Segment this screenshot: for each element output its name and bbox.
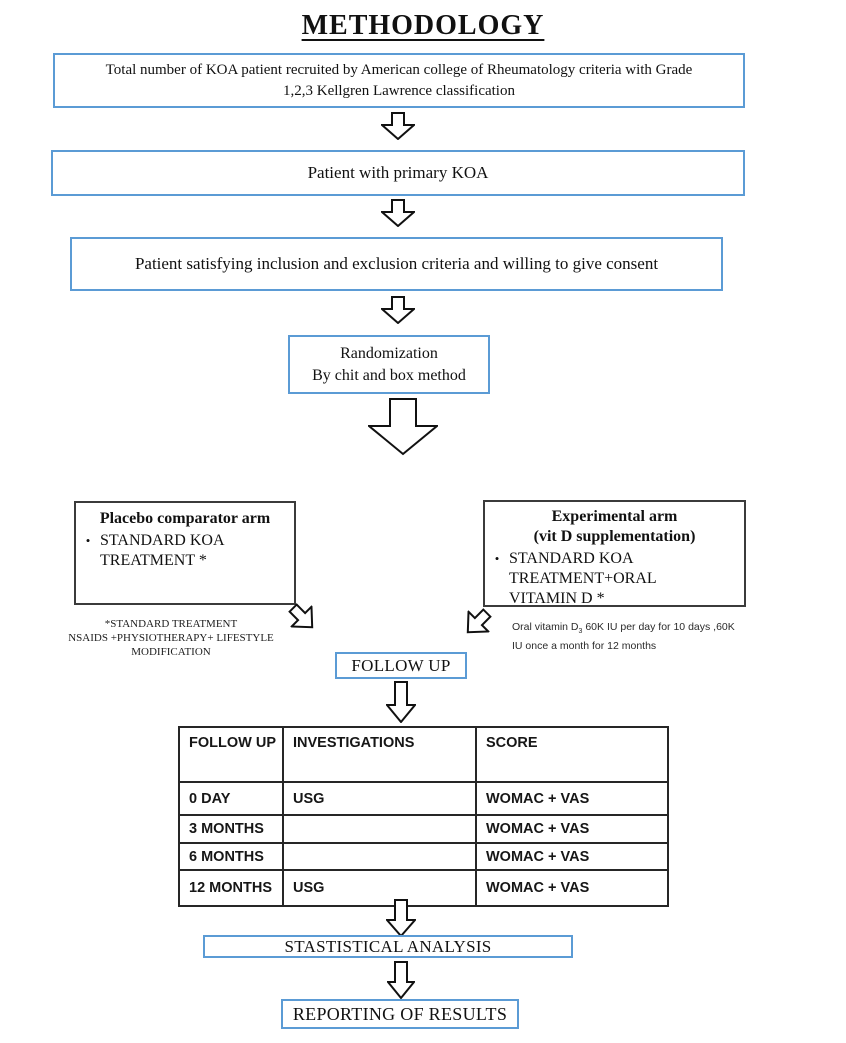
box-recruitment-line2: 1,2,3 Kellgren Lawrence classification [282,82,515,99]
placebo-footnote-line: NSAIDS +PHYSIOTHERAPY+ LIFESTYLE [68,632,274,644]
table-cell: 3 MONTHS [178,814,284,844]
randomization-line2: By chit and box method [312,366,466,384]
page-title: METHODOLOGY [301,10,545,41]
table-cell: 0 DAY [178,781,284,816]
bullet-icon: • [494,551,500,566]
table-cell: USG [282,781,477,816]
box-reporting-results: REPORTING OF RESULTS [281,999,519,1029]
down-arrow-icon [386,899,416,937]
box-recruitment: Total number of KOA patient recruited by… [53,53,745,108]
experimental-footnote-line2: IU once a month for 12 months [512,640,657,653]
down-arrow-icon [381,296,415,324]
experimental-bullet-line: VITAMIN D * [509,590,605,607]
bullet-icon: • [85,533,91,548]
table-header-row: FOLLOW UP INVESTIGATIONS SCORE [178,726,669,783]
experimental-arm-title-line2: (vit D supplementation) [533,528,696,545]
big-down-arrow-icon [368,398,438,456]
table-cell [282,842,477,871]
box-recruitment-line1: Total number of KOA patient recruited by… [105,61,693,78]
experimental-bullet-line: TREATMENT+ORAL [509,570,657,587]
experimental-footnote-line1: Oral vitamin D3 60K IU per day for 10 da… [512,621,735,636]
diagonal-arrow-down-left-icon [456,602,498,644]
follow-up-table: FOLLOW UP INVESTIGATIONS SCORE 0 DAY USG… [178,726,669,907]
table-cell: USG [282,869,477,907]
placebo-footnote-line: *STANDARD TREATMENT [104,618,238,630]
box-statistical-analysis: STASTISTICAL ANALYSIS [203,935,573,958]
table-cell: WOMAC + VAS [475,869,669,907]
table-row: 6 MONTHS WOMAC + VAS [178,842,669,871]
placebo-footnote: *STANDARD TREATMENT NSAIDS +PHYSIOTHERAP… [41,617,301,659]
randomization-line1: Randomization [340,344,438,362]
box-experimental-arm: Experimental arm (vit D supplementation)… [483,500,746,607]
table-cell [282,814,477,844]
table-cell: WOMAC + VAS [475,781,669,816]
diagonal-arrow-down-right-icon [282,597,324,639]
table-row: 3 MONTHS WOMAC + VAS [178,814,669,844]
table-row: 0 DAY USG WOMAC + VAS [178,781,669,816]
down-arrow-icon [381,112,415,140]
placebo-footnote-line: MODIFICATION [131,646,211,658]
box-placebo-arm: Placebo comparator arm • STANDARD KOA TR… [74,501,296,605]
experimental-bullet-line: STANDARD KOA [509,550,634,567]
placebo-arm-title: Placebo comparator arm [99,510,271,527]
table-header-cell: FOLLOW UP [178,726,284,783]
down-arrow-icon [387,961,415,999]
placebo-bullet-line: STANDARD KOA [100,532,225,549]
table-cell: 12 MONTHS [178,869,284,907]
box-inclusion-exclusion: Patient satisfying inclusion and exclusi… [70,237,723,291]
table-header-cell: INVESTIGATIONS [282,726,477,783]
box-randomization: Randomization By chit and box method [288,335,490,394]
experimental-footnote: Oral vitamin D3 60K IU per day for 10 da… [512,620,752,654]
table-cell: WOMAC + VAS [475,842,669,871]
experimental-arm-title-line1: Experimental arm [551,508,678,525]
box-primary-koa: Patient with primary KOA [51,150,745,196]
down-arrow-icon [381,199,415,227]
table-cell: 6 MONTHS [178,842,284,871]
box-follow-up: FOLLOW UP [335,652,467,679]
table-cell: WOMAC + VAS [475,814,669,844]
table-header-cell: SCORE [475,726,669,783]
table-row: 12 MONTHS USG WOMAC + VAS [178,869,669,907]
placebo-bullet-line: TREATMENT * [100,552,207,569]
down-arrow-icon [386,681,416,723]
